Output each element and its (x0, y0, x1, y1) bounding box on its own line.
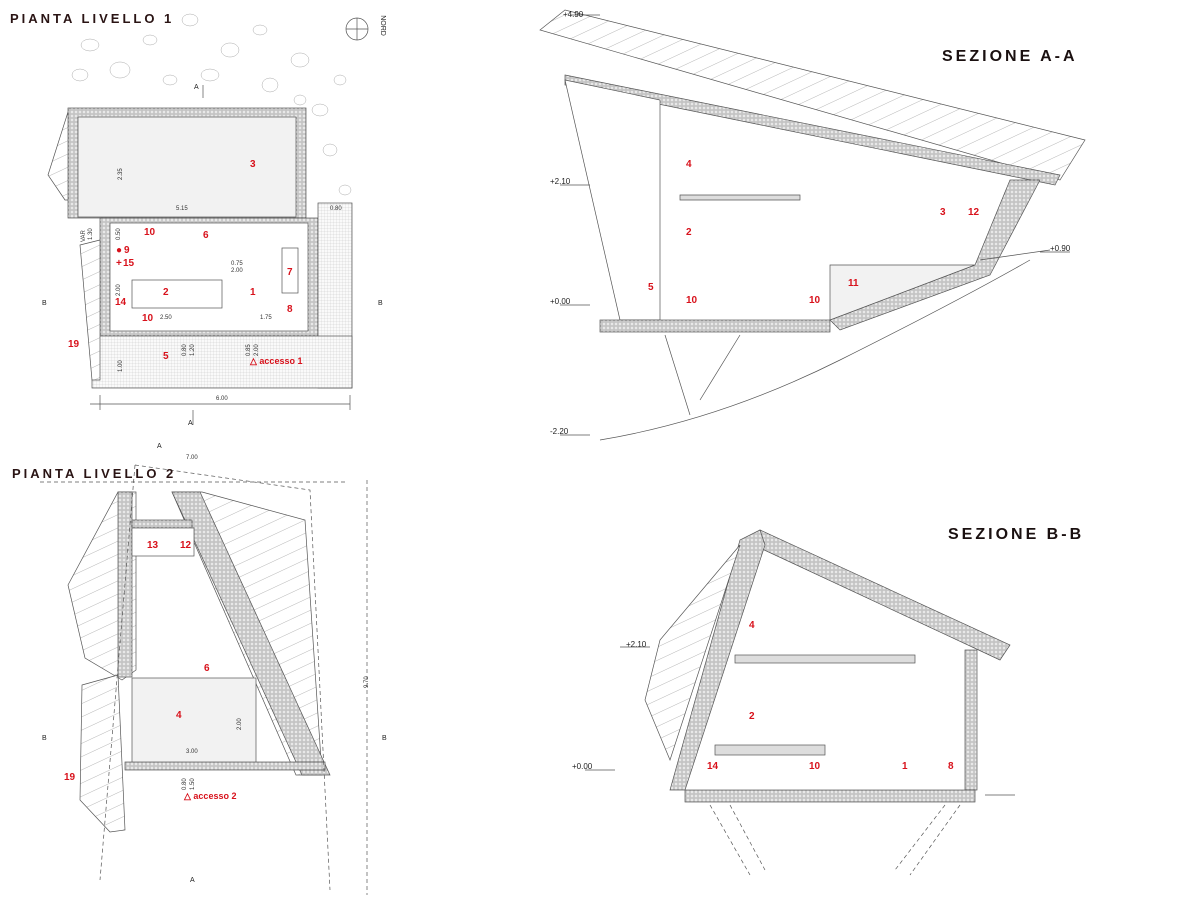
level-marker: +2.10 (550, 177, 571, 186)
room-number: 7 (287, 267, 293, 278)
level-marker: +4.90 (563, 10, 584, 19)
room-number: 4 (686, 159, 692, 170)
section-mark-b: B (42, 735, 47, 742)
section-b-b-title: SEZIONE B-B (948, 526, 1085, 543)
section-b-b (585, 529, 1015, 876)
room-number: 6 (203, 230, 209, 241)
level-marker: +0.00 (550, 297, 571, 306)
rocks (71, 13, 352, 196)
dimension: VAR (81, 230, 87, 242)
room-number: 13 (147, 540, 159, 551)
room-number-cross-icon: + (116, 258, 122, 269)
plan-level-2 (40, 464, 368, 895)
dimension: 1.75 (260, 315, 272, 321)
room-number: 2 (163, 287, 169, 298)
section-mark-a: A (190, 877, 195, 884)
room-number: 19 (68, 339, 80, 350)
section-mark-b: B (378, 300, 383, 307)
dimension: 0.50 (116, 228, 122, 240)
plan-2-title: PIANTA LIVELLO 2 (12, 466, 177, 481)
room-number: 14 (115, 297, 127, 308)
access-label-text: accesso 2 (193, 791, 237, 801)
level-marker: +2.10 (626, 640, 647, 649)
section-mark-a: A (194, 84, 199, 91)
dimension: 7.00 (186, 455, 198, 461)
room-number-dot-icon: ● (116, 245, 123, 256)
room-number: 4 (176, 710, 182, 721)
north-label: NORD (378, 15, 386, 36)
dimension: 5.15 (176, 206, 188, 212)
dimension: 6.00 (216, 396, 228, 402)
room-number: 2 (749, 711, 755, 722)
room-number: 10 (686, 295, 698, 306)
dimension: 1.30 (88, 228, 94, 240)
dimension: 3.00 (186, 749, 198, 755)
dimension: 1.50 (190, 778, 196, 790)
room-number: 11 (848, 278, 859, 289)
section-a-a (539, 9, 1086, 441)
level-marker: +0.00 (572, 762, 593, 771)
section-mark-b: B (42, 300, 47, 307)
dimension: 9.70 (364, 676, 370, 688)
dimension: 2.00 (116, 284, 122, 296)
room-number: 2 (686, 227, 692, 238)
dimension: 2.00 (254, 344, 260, 356)
room-number: 9 (124, 245, 130, 256)
dimension: 2.35 (118, 168, 124, 180)
dimension: 0.75 (231, 261, 243, 267)
dimension: 2.00 (237, 718, 243, 730)
plan-level-1 (47, 13, 369, 425)
access-1-label: △ accesso 1 (250, 356, 303, 366)
dimension: 0.80 (330, 206, 342, 212)
room-number: 4 (749, 620, 755, 631)
room-number: 6 (204, 663, 210, 674)
level-marker: -2.20 (550, 427, 569, 436)
level-marker: +0.90 (1050, 244, 1071, 253)
room-number: 10 (142, 313, 154, 324)
room-number: 5 (163, 351, 169, 362)
room-number: 19 (64, 772, 76, 783)
access-label-text: accesso 1 (259, 356, 303, 366)
dimension: 0.80 (182, 778, 188, 790)
section-mark-b: B (382, 735, 387, 742)
room-number: 12 (180, 540, 192, 551)
dimension: 0.80 (182, 344, 188, 356)
dimension: 0.85 (246, 344, 252, 356)
room-number: 12 (968, 207, 980, 218)
room-number: 1 (250, 287, 256, 298)
section-mark-a: A (157, 443, 162, 450)
access-2-label: △ accesso 2 (184, 791, 237, 801)
dimension: 1.20 (190, 344, 196, 356)
dimension: 1.00 (118, 360, 124, 372)
room-number: 10 (809, 761, 821, 772)
room-number: 10 (144, 227, 156, 238)
plan-1-title: PIANTA LIVELLO 1 (10, 11, 175, 26)
section-a-a-title: SEZIONE A-A (942, 48, 1078, 65)
room-number: 8 (287, 304, 293, 315)
room-number: 8 (948, 761, 954, 772)
room-number: 10 (809, 295, 821, 306)
room-number: 15 (123, 258, 135, 269)
room-number: 14 (707, 761, 719, 772)
section-mark-a: A (188, 420, 193, 427)
room-number: 3 (940, 207, 946, 218)
room-number: 5 (648, 282, 654, 293)
dimension: 2.00 (231, 268, 243, 274)
room-number: 3 (250, 159, 256, 170)
room-number: 1 (902, 761, 908, 772)
dimension: 2.50 (160, 315, 172, 321)
